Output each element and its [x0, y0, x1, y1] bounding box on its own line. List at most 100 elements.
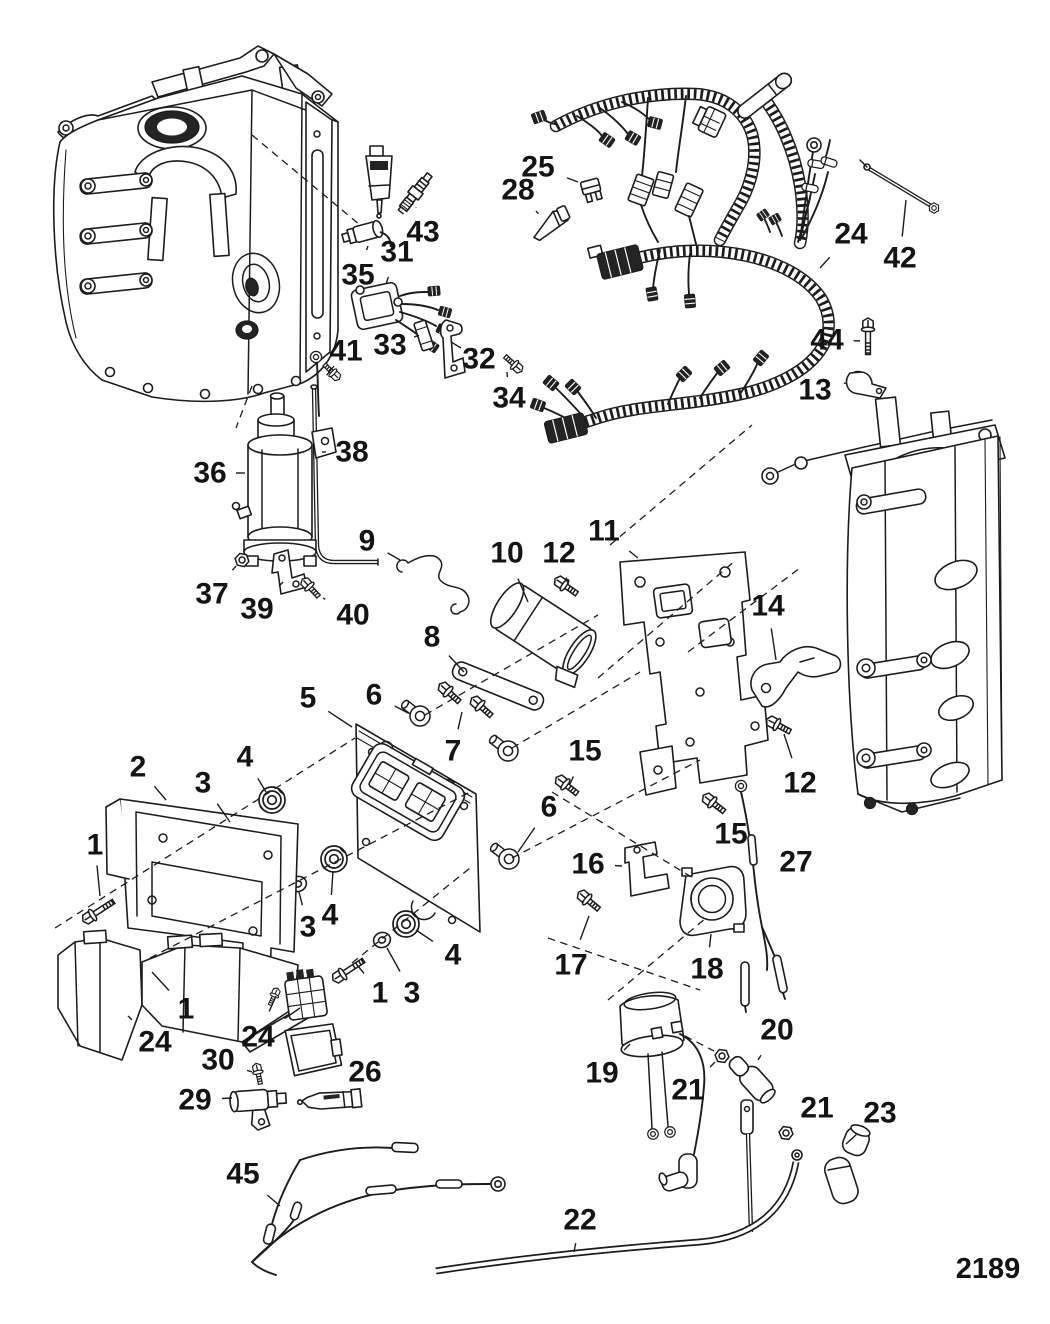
leader-line-24: [268, 995, 277, 1012]
leader-lines: [96, 177, 907, 1253]
leader-line-4: [415, 929, 434, 942]
ground-cable-eyelet: [309, 350, 323, 417]
ecm-module: [350, 723, 481, 933]
spark-plug: [397, 172, 433, 215]
leader-line-39: [278, 581, 284, 587]
callout-25: 25: [521, 151, 554, 184]
callout-28: 28: [501, 174, 534, 207]
grommet-4c: [392, 910, 420, 938]
leader-line-25: [566, 177, 579, 183]
alignment-lines: [54, 134, 801, 1052]
leader-line-22: [573, 1242, 577, 1253]
harness-main-connector: [691, 105, 727, 138]
battery-cable: [435, 1149, 803, 1275]
leader-line-6: [517, 827, 536, 853]
ecm-strap: [451, 661, 545, 711]
callout-42: 42: [883, 242, 916, 275]
leader-line-24: [284, 1007, 301, 1020]
leader-line-21: [709, 1061, 716, 1068]
mounting-bracket: [105, 798, 299, 993]
screw-7a: [434, 678, 465, 708]
callout-24: 24: [834, 218, 868, 251]
grommet-4b: [320, 845, 348, 873]
leader-line-9: [387, 552, 401, 561]
leader-line-28: [535, 210, 539, 215]
callout-4: 4: [445, 939, 462, 972]
wiring-harness: [529, 72, 839, 444]
leader-line-1: [151, 971, 170, 991]
callout-3: 3: [300, 911, 317, 944]
leader-line-17: [579, 915, 590, 941]
leader-line-40: [322, 597, 326, 600]
callout-2: 2: [130, 751, 147, 784]
suppressor-block: [413, 319, 435, 352]
callout-29: 29: [178, 1084, 211, 1117]
trim-sender-cable: [734, 779, 788, 1013]
harness-branch-connector: [651, 170, 675, 200]
leader-line-21: [790, 1127, 793, 1130]
leader-line-3: [298, 891, 304, 906]
bolt-1a: [78, 895, 118, 928]
ignition-coil: [350, 281, 453, 354]
terminal-boot-20: [728, 1055, 776, 1104]
cable-cover-tube: [490, 582, 597, 689]
callout-21: 21: [800, 1092, 833, 1125]
solenoid-cable: [740, 1099, 754, 1233]
screw-15b: [698, 789, 729, 818]
harness-probe-sleeve: [737, 72, 793, 119]
callout-45: 45: [226, 1158, 259, 1191]
callout-20: 20: [760, 1014, 793, 1047]
nut-21a: [713, 1048, 731, 1064]
terminal-boot-23: [823, 1124, 871, 1205]
cylinder-block-port: [52, 45, 339, 403]
callout-3: 3: [195, 767, 212, 800]
callout-33: 33: [373, 329, 406, 362]
callout-6: 6: [541, 791, 558, 824]
leader-line-3: [216, 803, 231, 823]
leader-line-35: [365, 245, 369, 251]
callout-31: 31: [380, 236, 413, 269]
leader-line-7: [457, 711, 463, 730]
leader-line-3: [386, 947, 401, 972]
callout-21: 21: [671, 1074, 704, 1107]
leader-line-24: [127, 1015, 133, 1021]
callout-32: 32: [462, 343, 495, 376]
leader-line-2: [153, 785, 167, 801]
leader-line-12: [783, 733, 793, 759]
leader-line-20: [757, 1054, 762, 1061]
harness-connector: [284, 968, 328, 1021]
wire-kit: [251, 1141, 506, 1276]
callout-24: 24: [138, 1026, 172, 1059]
callout-14: 14: [751, 590, 785, 623]
starter-motor: [231, 392, 337, 567]
leader-line-37: [231, 565, 237, 571]
screw-17: [573, 886, 604, 915]
cylinder-block-starboard: [761, 396, 1006, 816]
callout-43: 43: [406, 216, 439, 249]
callout-12: 12: [542, 537, 575, 570]
callout-15: 15: [568, 735, 601, 768]
shift-position-sensor: [229, 1088, 288, 1131]
grommet-bushing-6b: [484, 729, 523, 766]
leader-line-29: [221, 1097, 233, 1100]
leader-line-12: [565, 577, 569, 585]
electrical-bracket: [619, 551, 769, 796]
leader-line-5: [327, 710, 353, 728]
grease-tube-small: [296, 1088, 363, 1110]
leader-line-15: [716, 808, 719, 811]
connector-boot: [284, 1023, 343, 1077]
leader-line-6: [394, 705, 409, 714]
fuse: [579, 177, 603, 204]
leader-line-14: [770, 628, 777, 661]
harness-branch-connector: [674, 182, 704, 218]
callout-16: 16: [571, 848, 604, 881]
callout-30: 30: [201, 1044, 234, 1077]
leader-line-4: [330, 870, 334, 896]
callout-1: 1: [372, 977, 389, 1010]
callout-39: 39: [240, 593, 273, 626]
callout-36: 36: [193, 457, 226, 490]
callout-18: 18: [690, 953, 723, 986]
callout-27: 27: [779, 846, 812, 879]
